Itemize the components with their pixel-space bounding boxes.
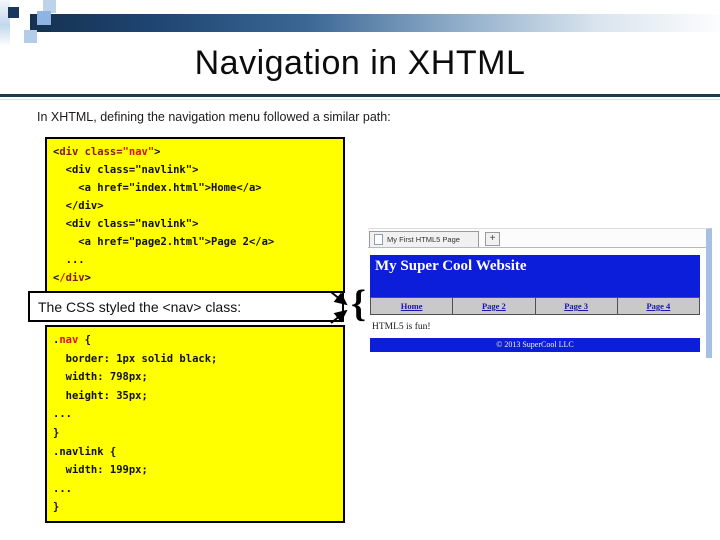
site-header: My Super Cool Website	[370, 255, 700, 297]
code-line: </div>	[53, 200, 104, 212]
code-line: }	[53, 501, 60, 514]
code-line: height: 35px;	[53, 389, 148, 402]
title-divider-shadow	[0, 99, 720, 100]
tab-bar: My First HTML5 Page +	[368, 229, 706, 248]
code-block-css: .nav { border: 1px solid black; width: 7…	[45, 325, 345, 523]
title-divider	[0, 94, 720, 97]
nav-cell-page4[interactable]: Page 4	[616, 297, 700, 315]
webpage: My Super Cool Website Home Page 2 Page 3…	[368, 248, 706, 359]
page-body-text: HTML5 is fun!	[372, 322, 431, 332]
deco-square-navy	[8, 7, 19, 18]
browser-tab[interactable]: My First HTML5 Page	[369, 231, 479, 247]
code-token: >	[154, 146, 161, 158]
code-line: width: 798px;	[53, 371, 148, 384]
code-token: div class=	[59, 146, 123, 158]
code-token: <	[53, 272, 60, 284]
code-token: nav	[59, 334, 79, 346]
css-label-text: The CSS styled the <nav> class:	[38, 298, 242, 315]
browser-screenshot: My First HTML5 Page + My Super Cool Webs…	[368, 228, 712, 359]
code-token: {	[78, 334, 91, 346]
code-line: <div class="navlink">	[53, 164, 199, 176]
left-gradient-strip	[0, 0, 10, 46]
code-line: <a href="index.html">Home</a>	[53, 182, 262, 194]
code-line: ...	[53, 408, 72, 421]
slide-title: Navigation in XHTML	[194, 44, 526, 82]
nav-link-page4[interactable]: Page 4	[646, 301, 671, 311]
nav-link-page2[interactable]: Page 2	[481, 301, 506, 311]
nav-link-page3[interactable]: Page 3	[564, 301, 589, 311]
nav-cell-page2[interactable]: Page 2	[452, 297, 536, 315]
code-block-xhtml: <div class="nav"> <div class="navlink"> …	[45, 137, 345, 293]
nav-cell-page3[interactable]: Page 3	[534, 297, 618, 315]
code-line: border: 1px solid black;	[53, 352, 218, 365]
intro-text: In XHTML, defining the navigation menu f…	[37, 110, 391, 124]
code-line: width: 199px;	[53, 464, 148, 477]
code-token: "nav"	[122, 146, 155, 158]
code-line: ...	[53, 482, 72, 495]
code-line: <a href="page2.html">Page 2</a>	[53, 236, 275, 248]
code-token: div	[65, 272, 85, 284]
new-tab-button[interactable]: +	[485, 232, 500, 246]
code-line: .navlink {	[53, 445, 117, 458]
nav-cell-home[interactable]: Home	[370, 297, 454, 315]
code-line: ...	[53, 254, 85, 266]
nav-link-home[interactable]: Home	[400, 301, 423, 311]
site-title: My Super Cool Website	[375, 258, 527, 274]
site-footer: © 2013 SuperCool LLC	[370, 338, 700, 352]
deco-square-light	[24, 30, 37, 43]
deco-square-medium	[37, 11, 51, 25]
deco-square-pale	[43, 0, 56, 13]
converging-arrows-icon	[330, 291, 348, 324]
header-gradient-bar	[30, 14, 720, 32]
tab-title: My First HTML5 Page	[387, 235, 460, 244]
code-token: .	[53, 334, 60, 346]
site-navbar: Home Page 2 Page 3 Page 4	[370, 297, 700, 315]
code-line: .nav {	[53, 331, 337, 350]
code-token: /	[59, 272, 66, 284]
code-token: >	[84, 272, 91, 284]
page-icon	[374, 234, 383, 245]
css-label-box: The CSS styled the <nav> class:	[28, 291, 344, 322]
code-token: <	[53, 146, 60, 158]
code-line: }	[53, 426, 60, 439]
code-line: <div class="navlink">	[53, 218, 199, 230]
code-line: <div class="nav">	[53, 143, 337, 161]
code-line: </div>	[53, 269, 337, 287]
brace-glyph: {	[351, 283, 366, 325]
